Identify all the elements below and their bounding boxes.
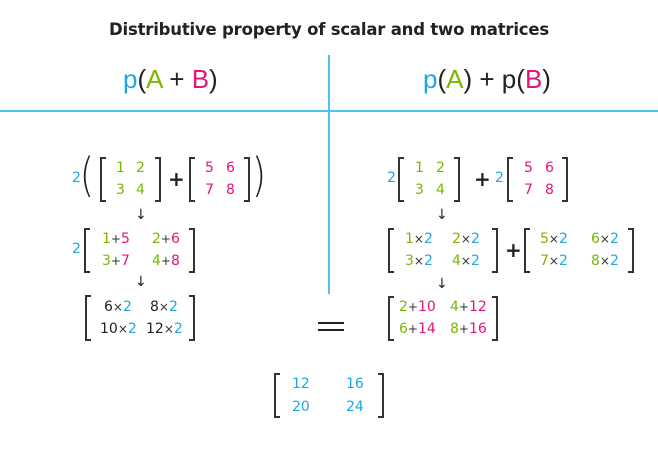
- matrix-a-label: A: [146, 64, 163, 94]
- left-heading: p(A + B): [123, 64, 218, 94]
- down-arrow-icon: ↓: [436, 207, 448, 223]
- bracket-left: [85, 295, 91, 341]
- bracket-right: [454, 157, 460, 202]
- bracket-right: [562, 157, 568, 202]
- equals-sign: [318, 322, 344, 332]
- bracket-right: [189, 228, 195, 273]
- bracket-right: [628, 228, 634, 273]
- bracket-left: [100, 157, 106, 202]
- bracket-left: [189, 157, 195, 202]
- paren-open: (: [79, 148, 95, 202]
- vertical-divider: [328, 55, 330, 294]
- matrix-b-label: B: [191, 64, 210, 94]
- plus-sign: +: [474, 167, 491, 191]
- bracket-left: [274, 373, 280, 418]
- bracket-right: [155, 157, 161, 202]
- scalar: 2: [495, 170, 504, 186]
- scalar: 2: [72, 241, 81, 257]
- bracket-left: [507, 157, 513, 202]
- scalar: 2: [72, 170, 81, 186]
- down-arrow-icon: ↓: [135, 207, 147, 223]
- paren-close: ): [251, 148, 267, 202]
- bracket-left: [524, 228, 530, 273]
- scalar-p: p: [123, 64, 138, 94]
- bracket-left: [84, 228, 90, 273]
- plus-sign: +: [505, 238, 522, 262]
- bracket-right: [244, 157, 250, 202]
- bracket-right: [492, 228, 498, 273]
- scalar: 2: [387, 170, 396, 186]
- bracket-left: [388, 228, 394, 273]
- bracket-left: [388, 296, 394, 341]
- plus-sign: +: [168, 167, 185, 191]
- bracket-right: [378, 373, 384, 418]
- bracket-right: [189, 295, 195, 341]
- bracket-left: [398, 157, 404, 202]
- down-arrow-icon: ↓: [135, 274, 147, 290]
- diagram-title: Distributive property of scalar and two …: [109, 20, 549, 39]
- right-heading: p(A) + p(B): [423, 64, 551, 94]
- bracket-right: [492, 296, 498, 341]
- down-arrow-icon: ↓: [436, 276, 448, 292]
